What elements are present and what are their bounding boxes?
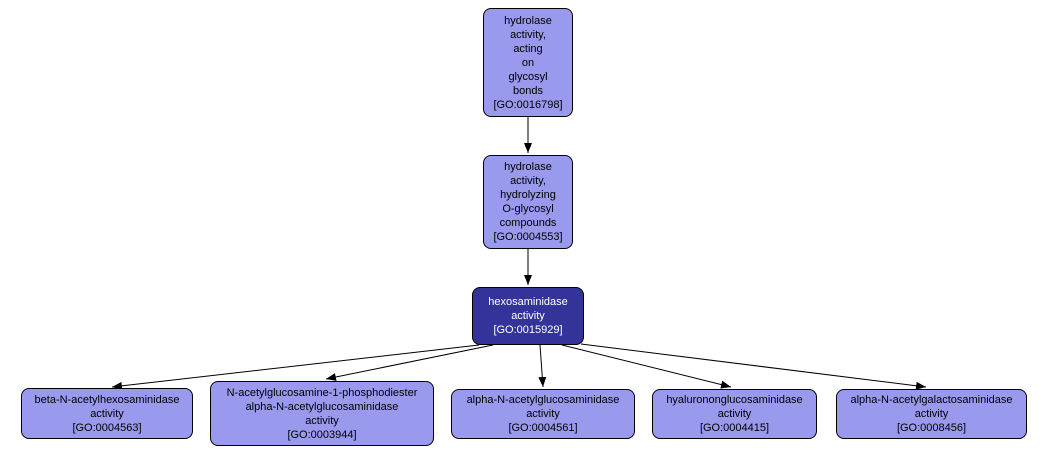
edge-arrow-0015929-0004561 <box>538 344 547 388</box>
edge-arrow-0015929-0008456 <box>580 343 927 390</box>
node-go-0003944[interactable]: N-acetylglucosamine-1-phosphodiester alp… <box>210 381 434 446</box>
node-label: hyalurononglucosaminidase activity [GO:0… <box>666 394 803 434</box>
node-go-0004561[interactable]: alpha-N-acetylglucosaminidase activity [… <box>451 389 635 439</box>
node-label: alpha-N-acetylgalactosaminidase activity… <box>850 394 1013 434</box>
node-label: hydrolase activity, hydrolyzing O-glycos… <box>493 161 563 243</box>
node-label: hydrolase activity, acting on glycosyl b… <box>493 14 563 111</box>
edge-arrow-0015929-0003944 <box>325 344 494 381</box>
node-go-0004553[interactable]: hydrolase activity, hydrolyzing O-glycos… <box>483 155 573 249</box>
node-label: hexosaminidase activity [GO:0015929] <box>488 296 568 336</box>
node-go-0016798[interactable]: hydrolase activity, acting on glycosyl b… <box>483 8 573 117</box>
node-label: alpha-N-acetylglucosaminidase activity [… <box>466 394 620 434</box>
node-go-0004563[interactable]: beta-N-acetylhexosaminidase activity [GO… <box>21 388 193 439</box>
edge-arrow-0015929-0004415 <box>561 344 732 389</box>
node-label: beta-N-acetylhexosaminidase activity [GO… <box>34 393 180 434</box>
node-go-0015929-selected[interactable]: hexosaminidase activity [GO:0015929] <box>472 287 584 345</box>
node-go-0004415[interactable]: hyalurononglucosaminidase activity [GO:0… <box>652 389 817 439</box>
node-go-0008456[interactable]: alpha-N-acetylgalactosaminidase activity… <box>836 389 1027 439</box>
node-label: N-acetylglucosamine-1-phosphodiester alp… <box>226 386 418 441</box>
